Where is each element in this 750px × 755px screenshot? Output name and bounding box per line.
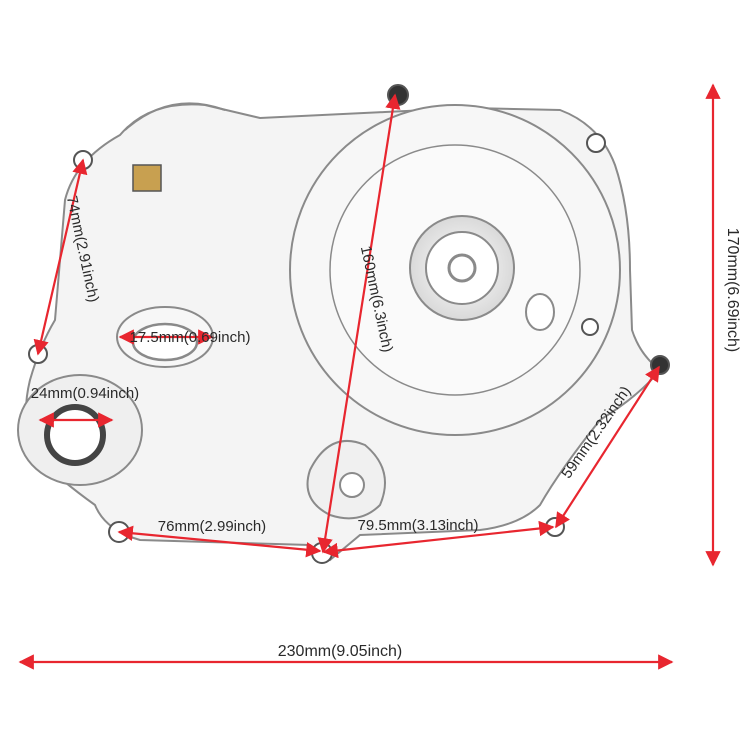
- mount-hole-r: [581, 318, 599, 336]
- lower-boss-hole: [339, 472, 365, 498]
- label-overall-width: 230mm(9.05inch): [278, 643, 403, 660]
- label-bottom-left: 76mm(2.99inch): [158, 518, 266, 535]
- mount-hole-bm: [311, 542, 333, 564]
- dim-line-left-edge: [33, 158, 88, 356]
- engine-casing: [17, 84, 670, 564]
- kickstart-boss: [525, 293, 555, 331]
- dim-line-right-edge: [555, 365, 660, 529]
- large-bore-inner: [44, 404, 106, 466]
- mount-hole-top: [387, 84, 409, 106]
- clutch-center-hole: [447, 253, 477, 283]
- mount-hole-right: [650, 355, 670, 375]
- casting-tag: [132, 164, 162, 192]
- top-boss: [124, 102, 226, 131]
- label-overall-height: 170mm(6.69inch): [724, 228, 741, 353]
- label-bottom-mid: 79.5mm(3.13inch): [358, 517, 479, 534]
- mount-hole-tr: [586, 133, 606, 153]
- dimension-lines: [18, 83, 721, 670]
- label-bore-large: 24mm(0.94inch): [31, 385, 139, 402]
- dim-line-bottom-left: [117, 525, 322, 558]
- dim-line-cover-diameter: [317, 93, 401, 554]
- dim-line-bottom-mid: [322, 520, 555, 559]
- label-bore-small: 17.5mm(0.69inch): [130, 329, 251, 346]
